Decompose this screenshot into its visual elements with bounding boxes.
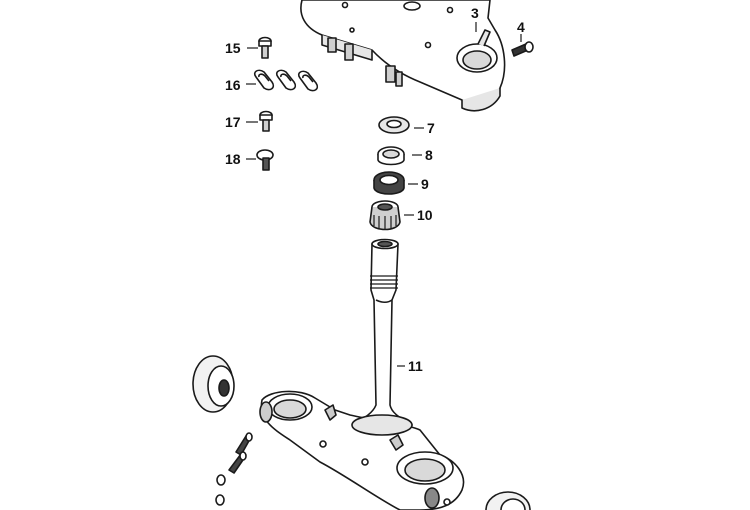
- callout-7: 7: [427, 120, 435, 136]
- seal-8: [377, 146, 405, 166]
- callout-11: 11: [408, 358, 423, 374]
- callout-18: 18: [225, 151, 241, 167]
- screw-18: [256, 149, 274, 171]
- leader-lines: [246, 22, 522, 367]
- fork-cap-left: [192, 355, 235, 413]
- upper-triple-clamp: [300, 0, 506, 112]
- callout-3: 3: [471, 5, 479, 21]
- bearing-race-9: [373, 171, 405, 195]
- bolt-15: [258, 36, 272, 59]
- tapered-bearing-10: [369, 200, 401, 231]
- fork-cap-right: [485, 491, 531, 510]
- steering-stem-11: [351, 238, 413, 426]
- callout-8: 8: [425, 147, 433, 163]
- bolt-17: [259, 110, 273, 132]
- clips-16: [253, 69, 319, 92]
- washer-7: [378, 116, 410, 134]
- lower-bolts: [215, 432, 253, 506]
- callout-16: 16: [225, 77, 241, 93]
- callout-10: 10: [417, 207, 433, 223]
- callout-4: 4: [517, 19, 525, 35]
- lower-triple-clamp: [259, 390, 465, 510]
- callout-17: 17: [225, 114, 241, 130]
- callout-9: 9: [421, 176, 429, 192]
- callout-15: 15: [225, 40, 241, 56]
- bolt-4: [511, 41, 534, 57]
